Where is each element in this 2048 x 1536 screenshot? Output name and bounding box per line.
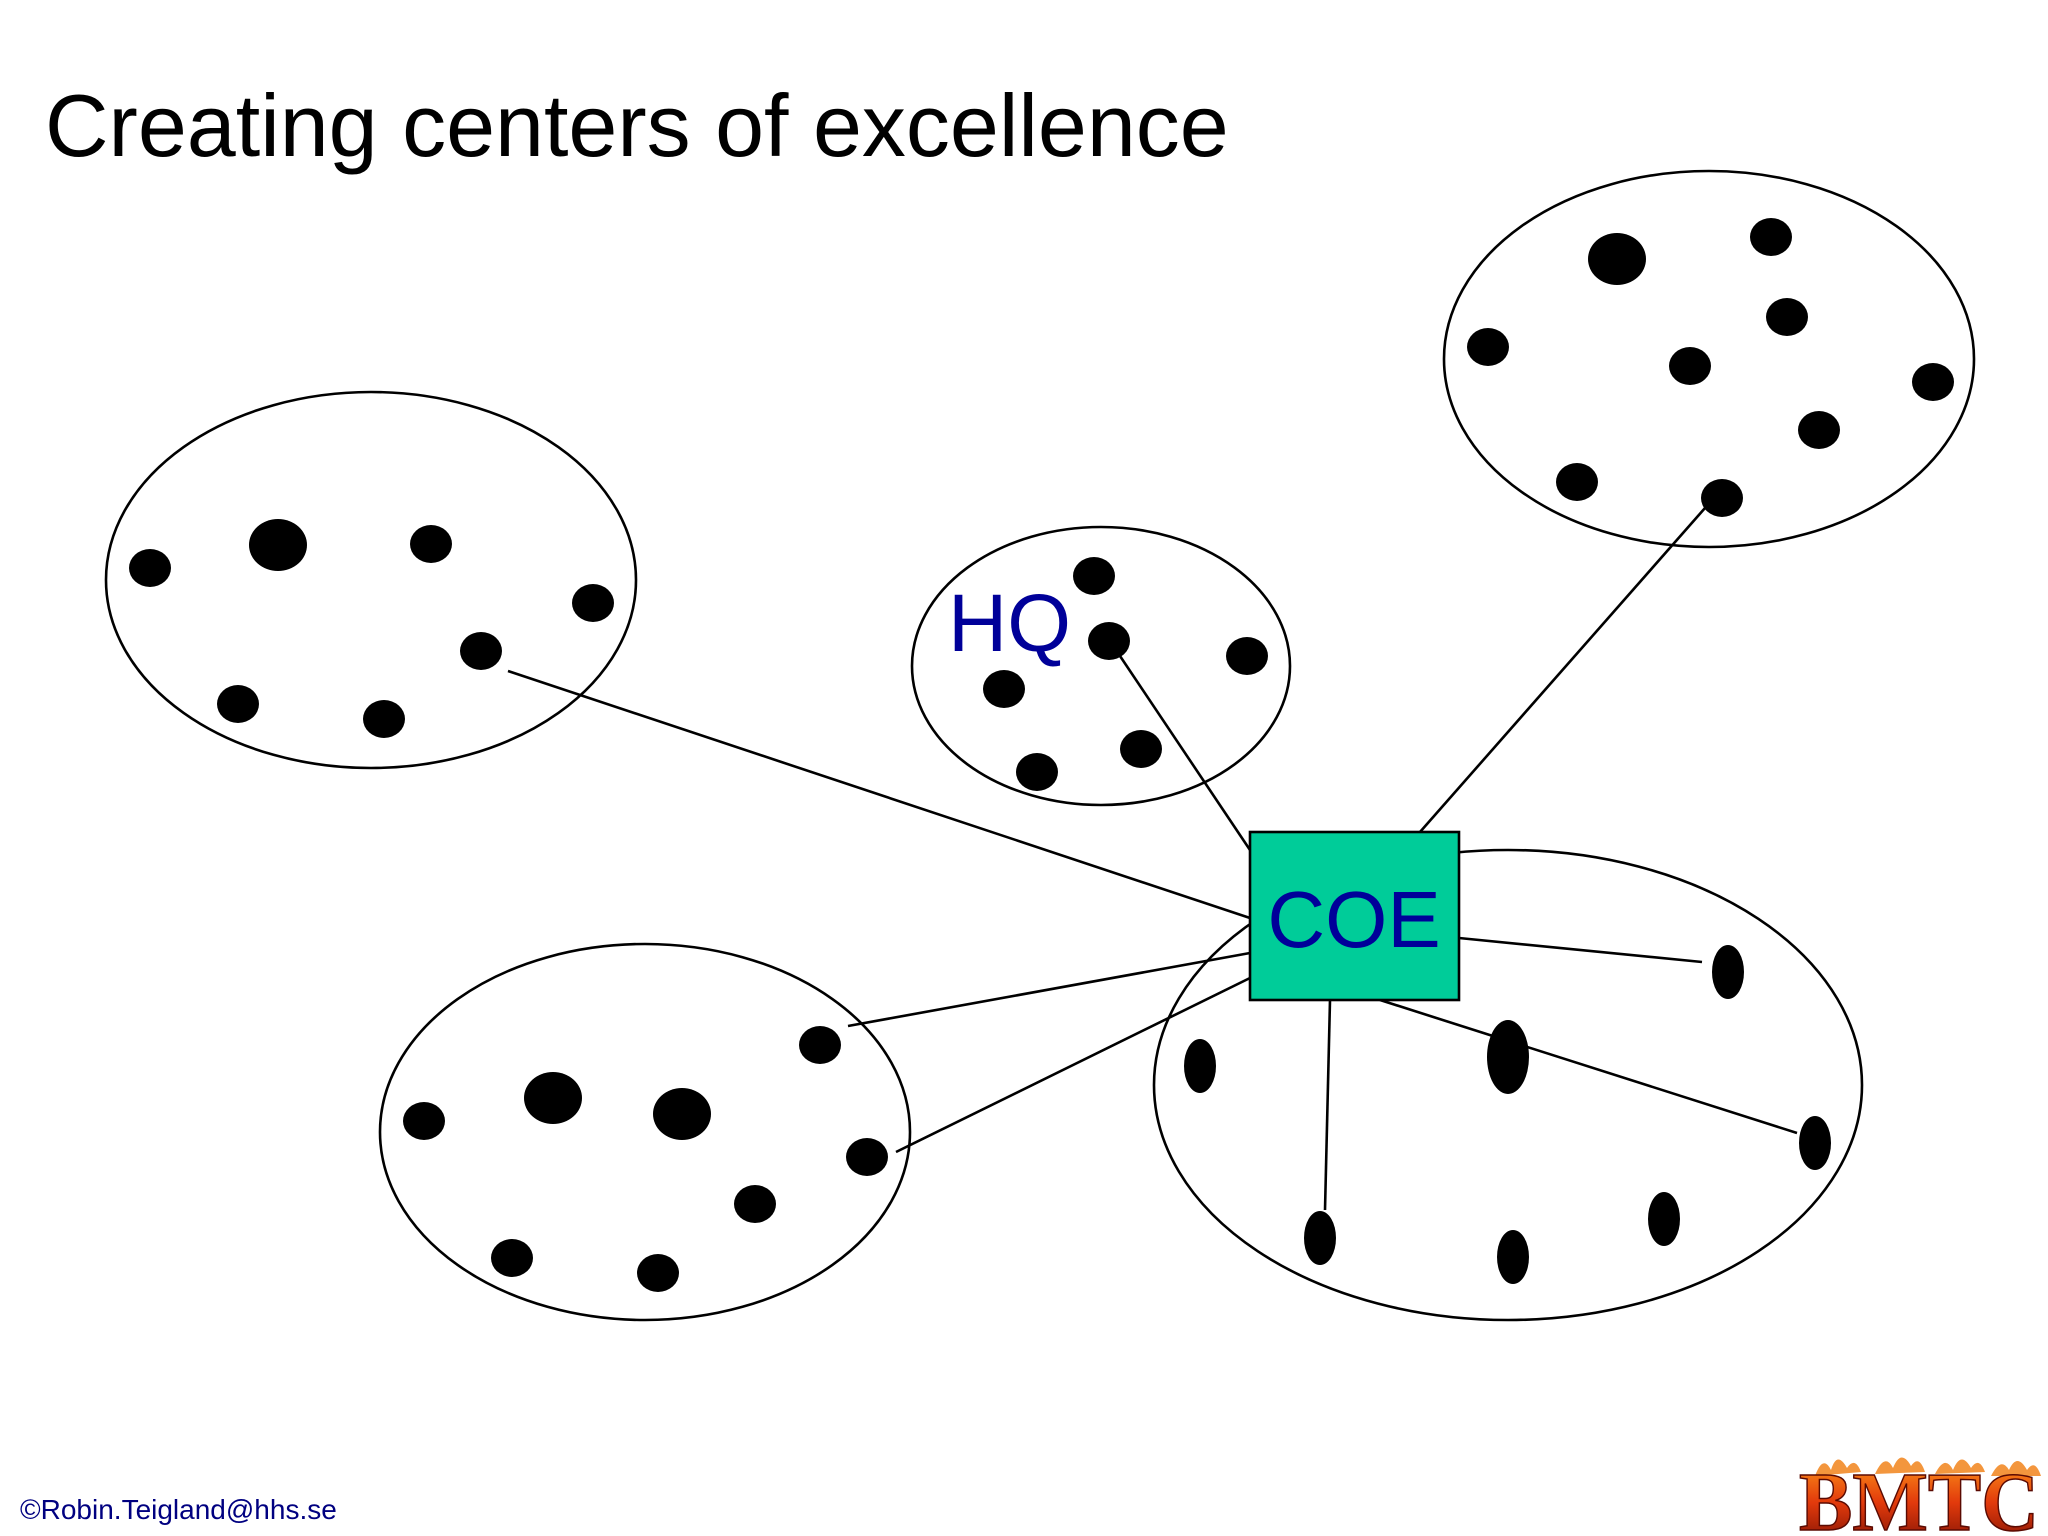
node	[734, 1185, 776, 1223]
node	[1304, 1211, 1336, 1265]
node	[1588, 233, 1646, 285]
node	[1184, 1039, 1216, 1093]
node	[1766, 298, 1808, 336]
cluster-boundaries	[104, 169, 1976, 1322]
link-coe-hq-cluster	[1118, 655, 1252, 851]
link-coe-bottom-right-node-a	[1458, 936, 1703, 964]
node	[799, 1026, 841, 1064]
coe-box: COE	[1248, 830, 1461, 1002]
node	[363, 700, 405, 738]
nodes-left-cluster	[129, 519, 614, 738]
node	[1487, 1020, 1529, 1094]
nodes-bottom-right-cluster	[1184, 945, 1831, 1284]
cluster-top-right	[1442, 169, 1976, 549]
footer-credit: ©Robin.Teigland@hhs.se	[20, 1494, 337, 1525]
logo-flames	[1815, 1457, 2041, 1476]
node	[1226, 637, 1268, 675]
link-coe-top-right-cluster	[1419, 507, 1706, 833]
node	[1648, 1192, 1680, 1246]
node	[524, 1072, 582, 1124]
connection-lines	[507, 507, 1798, 1211]
node	[1016, 753, 1058, 791]
node	[460, 632, 502, 670]
node	[1556, 463, 1598, 501]
node	[846, 1138, 888, 1176]
cluster-bottom-right	[1152, 848, 1864, 1322]
node	[1497, 1230, 1529, 1284]
node	[1799, 1116, 1831, 1170]
hq-label: HQ	[948, 578, 1071, 669]
node	[217, 685, 259, 723]
node	[572, 584, 614, 622]
link-coe-bottom-right-node-c	[1323, 999, 1332, 1211]
node	[1120, 730, 1162, 768]
node	[637, 1254, 679, 1292]
coe-box-background	[1248, 830, 1461, 1002]
nodes-hq-cluster	[983, 557, 1268, 791]
link-coe-bottom-left-node-a	[847, 951, 1251, 1028]
node	[983, 670, 1025, 708]
node	[1073, 557, 1115, 595]
logo-wordmark: BMTC	[1799, 1456, 2039, 1534]
nodes-top-right-cluster	[1467, 218, 1954, 517]
node	[1750, 218, 1792, 256]
cluster-hq	[910, 525, 1292, 807]
link-coe-left-cluster	[507, 669, 1251, 920]
cluster-bottom-left	[378, 942, 912, 1322]
node	[410, 525, 452, 563]
node	[653, 1088, 711, 1140]
node	[403, 1102, 445, 1140]
link-coe-bottom-left-node-b	[895, 976, 1251, 1154]
node	[1798, 411, 1840, 449]
node	[1088, 622, 1130, 660]
node	[1712, 945, 1744, 999]
node	[129, 549, 171, 587]
nodes-bottom-left-cluster	[403, 1026, 888, 1292]
coe-label: COE	[1267, 875, 1440, 964]
node	[1701, 479, 1743, 517]
node	[1912, 363, 1954, 401]
node	[491, 1239, 533, 1277]
cluster-left	[104, 390, 638, 770]
slide-title: Creating centers of excellence	[45, 76, 1229, 175]
node	[1669, 347, 1711, 385]
node	[1467, 328, 1509, 366]
link-coe-bottom-right-node-b	[1379, 998, 1798, 1135]
node	[249, 519, 307, 571]
bmtc-logo: BMTC	[1798, 1455, 2041, 1534]
